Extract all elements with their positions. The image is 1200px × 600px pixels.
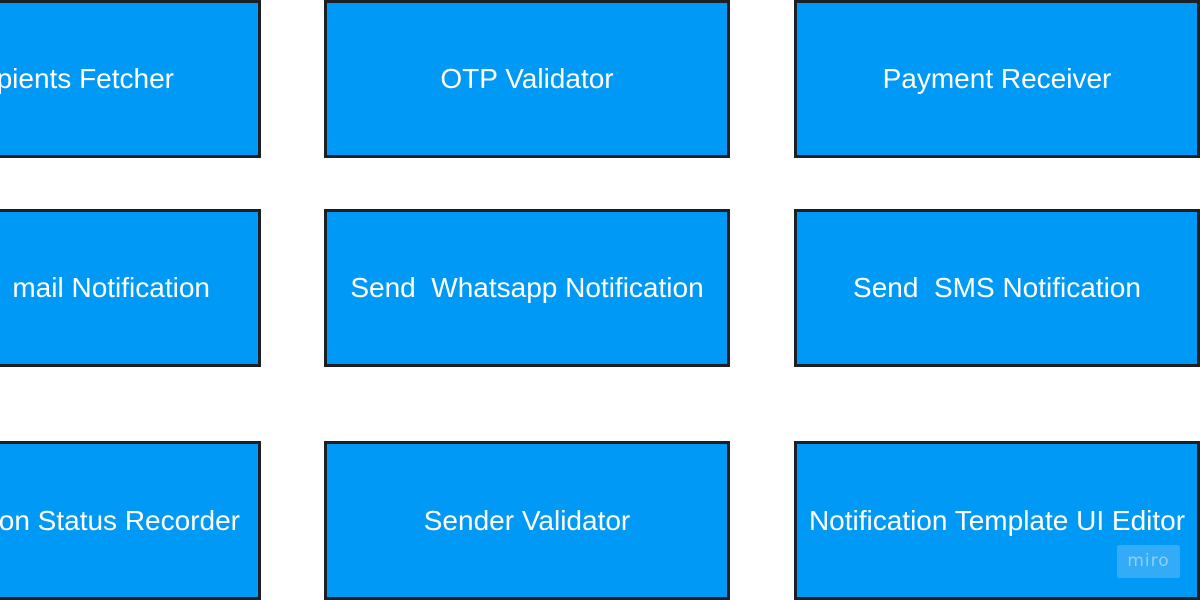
node-payment-receiver[interactable]: Payment Receiver xyxy=(794,0,1200,158)
node-label: pients Fetcher xyxy=(0,63,174,94)
node-status-recorder[interactable]: on Status Recorder xyxy=(0,441,261,600)
node-label: mail Notification xyxy=(12,272,210,303)
node-label: Payment Receiver xyxy=(882,63,1112,94)
node-sender-validator[interactable]: Sender Validator xyxy=(324,441,730,600)
node-label: Send SMS Notification xyxy=(853,272,1141,303)
node-label: Notification Template UI Editor xyxy=(808,504,1186,536)
node-sms-notification[interactable]: Send SMS Notification xyxy=(794,209,1200,367)
node-notification-template-editor[interactable]: Notification Template UI Editor xyxy=(794,441,1200,600)
node-label: OTP Validator xyxy=(440,63,614,94)
node-label: on Status Recorder xyxy=(0,504,240,536)
node-email-notification[interactable]: mail Notification xyxy=(0,209,261,367)
node-whatsapp-notification[interactable]: Send Whatsapp Notification xyxy=(324,209,730,367)
node-label: Sender Validator xyxy=(423,504,631,536)
node-recipients-fetcher[interactable]: pients Fetcher xyxy=(0,0,261,158)
node-label: Send Whatsapp Notification xyxy=(350,272,704,303)
miro-watermark-logo: miro xyxy=(1117,545,1180,578)
node-otp-validator[interactable]: OTP Validator xyxy=(324,0,730,158)
